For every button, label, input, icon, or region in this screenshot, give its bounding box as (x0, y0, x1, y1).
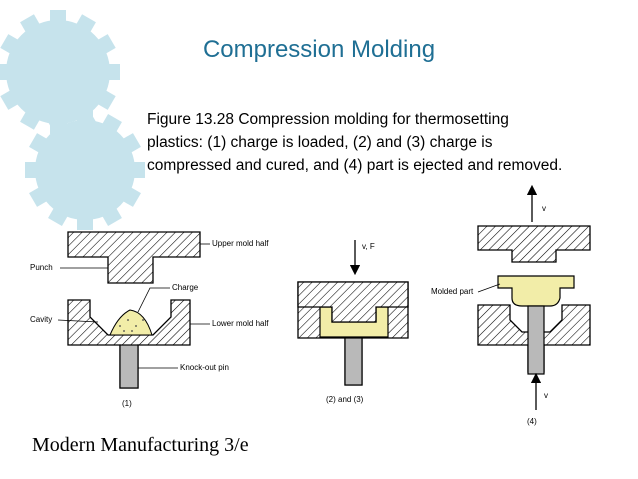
knockout-pin (119, 344, 139, 389)
label-upper-mold-half: Upper mold half (212, 239, 269, 248)
label-molded-part: Molded part (431, 287, 474, 296)
step-label-4: (4) (527, 417, 537, 426)
caption-line: Figure 13.28 Compression molding for the… (147, 111, 509, 128)
label-cavity: Cavity (30, 315, 52, 324)
footer-text: Modern Manufacturing 3/e (32, 434, 249, 456)
step-label-1: (1) (122, 399, 132, 408)
label-punch: Punch (30, 263, 53, 272)
caption-line: plastics: (1) charge is loaded, (2) and … (147, 134, 493, 151)
label-lower-mold-half: Lower mold half (212, 319, 269, 328)
step-2-3-diagram: v, F (2) and (3) (297, 240, 409, 404)
upper-mold-half (67, 231, 201, 284)
upper-mold-half (477, 225, 591, 263)
label-velocity-bottom: v (544, 391, 548, 400)
label-knockout-pin: Knock-out pin (180, 363, 229, 372)
step-label-2-3: (2) and (3) (326, 395, 364, 404)
knockout-pin (344, 337, 363, 386)
label-charge: Charge (172, 283, 199, 292)
charge (109, 309, 153, 336)
step-4-diagram: v Molded part v (4) (431, 184, 591, 426)
step-1-diagram: Upper mold half Punch Charge Cavity Lowe… (30, 231, 269, 408)
molded-part (497, 275, 575, 307)
slide-title: Compression Molding (202, 36, 436, 63)
label-velocity-top: v (542, 204, 546, 213)
figure-caption: Figure 13.28 Compression molding for the… (147, 108, 627, 177)
gear-icon (25, 110, 145, 230)
label-force: v, F (362, 242, 375, 251)
knockout-pin (527, 305, 545, 375)
upper-mold-half (297, 281, 409, 323)
caption-line: compressed and cured, and (4) part is ej… (147, 157, 563, 174)
